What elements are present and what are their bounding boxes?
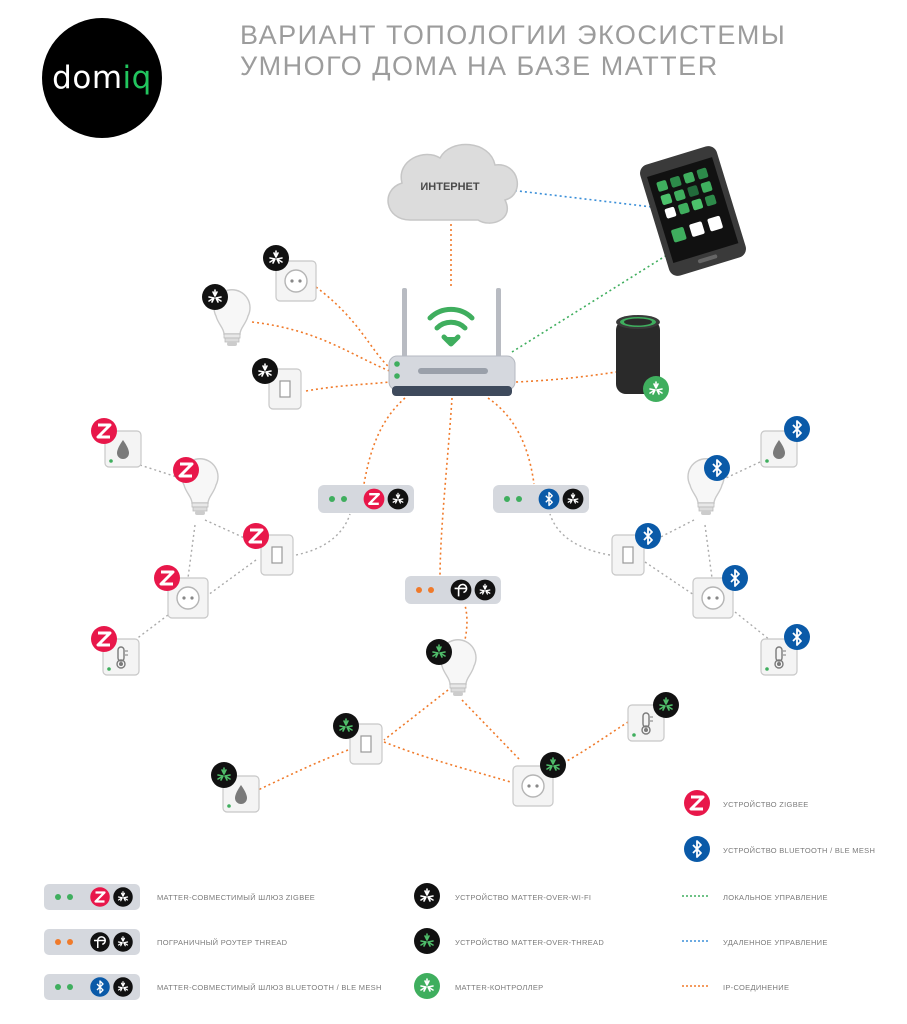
title-line-1: ВАРИАНТ ТОПОЛОГИИ ЭКОСИСТЕМЫ (240, 20, 787, 50)
matter-thread-badge (426, 639, 452, 665)
legend-matter-thread-label: УСТРОЙСТВО MATTER-OVER-THREAD (455, 938, 605, 947)
matter-icon (475, 580, 496, 601)
page-title: ВАРИАНТ ТОПОЛОГИИ ЭКОСИСТЕМЫ УМНОГО ДОМА… (240, 20, 786, 82)
smart-speaker (616, 315, 669, 402)
wifi-router (388, 288, 516, 396)
zigbee-icon (362, 487, 386, 511)
bluetooth-badge (634, 522, 662, 550)
title-line-2: УМНОГО ДОМА НА БАЗЕ MATTER (240, 51, 719, 81)
legend-remote-control-label: УДАЛЕННОЕ УПРАВЛЕНИЕ (723, 938, 828, 947)
matter-thread-badge (333, 713, 359, 739)
cloud-label: ИНТЕРНЕТ (420, 181, 480, 193)
zigbee-badge (171, 455, 201, 485)
matter-thread-badge (540, 752, 566, 778)
ip-links (251, 224, 629, 791)
wifi-icon (427, 306, 475, 347)
matter-wifi-badge (252, 358, 278, 384)
logo-accent: iq (122, 60, 152, 96)
smartphone-icon (640, 146, 746, 276)
bluetooth-badge (721, 564, 749, 592)
legend-matter-controller-icon (414, 973, 440, 999)
zigbee-badge (89, 416, 119, 446)
zigbee-badge (89, 624, 119, 654)
legend-bluetooth-device-label: УСТРОЙСТВО BLUETOOTH / BLE MESH (723, 846, 876, 855)
legend-zigbee-gateway (44, 884, 140, 910)
legend-thread-router-label: ПОГРАНИЧНЫЙ РОУТЕР THREAD (157, 938, 288, 947)
matter-thread-badge (653, 692, 679, 718)
legend-matter-thread-icon (414, 928, 440, 954)
legend (44, 788, 712, 1000)
router-icon (388, 288, 516, 396)
smart-speaker-icon (616, 315, 660, 394)
matter-icon (563, 489, 584, 510)
legend-bluetooth-icon (683, 835, 711, 863)
matter-controller-badge (643, 376, 669, 402)
legend-matter-wifi-label: УСТРОЙСТВО MATTER-OVER-WI-FI (455, 893, 592, 902)
legend-thread-router (44, 929, 140, 955)
legend-ble-gateway-label: MATTER-СОВМЕСТИМЫЙ ШЛЮЗ BLUETOOTH / BLE … (157, 983, 382, 992)
legend-matter-controller-label: MATTER-КОНТРОЛЛЕР (455, 983, 544, 992)
smartphone (640, 146, 746, 276)
legend-zigbee-icon (682, 788, 712, 818)
logo-text: dom (52, 60, 123, 96)
matter-icon (388, 489, 409, 510)
bluetooth-icon (537, 487, 561, 511)
cloud-icon (387, 143, 519, 224)
legend-matter-wifi-icon (414, 883, 440, 909)
thread-border-router (405, 576, 501, 604)
legend-ble-gateway (44, 974, 140, 1000)
matter-thread-badge (211, 762, 237, 788)
internet-cloud: ИНТЕРНЕТ (387, 143, 519, 224)
matter-wifi-badge (263, 245, 289, 271)
legend-local-control-label: ЛОКАЛЬНОЕ УПРАВЛЕНИЕ (723, 893, 828, 902)
bluetooth-badge (783, 623, 811, 651)
bluetooth-badge (703, 454, 731, 482)
legend-zigbee-device-label: УСТРОЙСТВО ZIGBEE (723, 800, 809, 809)
zigbee-badge (152, 563, 182, 593)
legend-zigbee-gateway-label: MATTER-СОВМЕСТИМЫЙ ШЛЮЗ ZIGBEE (157, 893, 316, 902)
remote-control-link (509, 189, 653, 208)
ble-gateway (493, 485, 589, 513)
legend-ip-connection-label: IP-СОЕДИНЕНИЕ (723, 983, 790, 992)
zigbee-links (134, 464, 351, 641)
zigbee-badge (241, 521, 271, 551)
local-control-link (511, 254, 668, 353)
matter-wifi-badge (202, 284, 228, 310)
bluetooth-badge (783, 415, 811, 443)
thread-icon (450, 579, 472, 601)
zigbee-gateway (318, 485, 414, 513)
